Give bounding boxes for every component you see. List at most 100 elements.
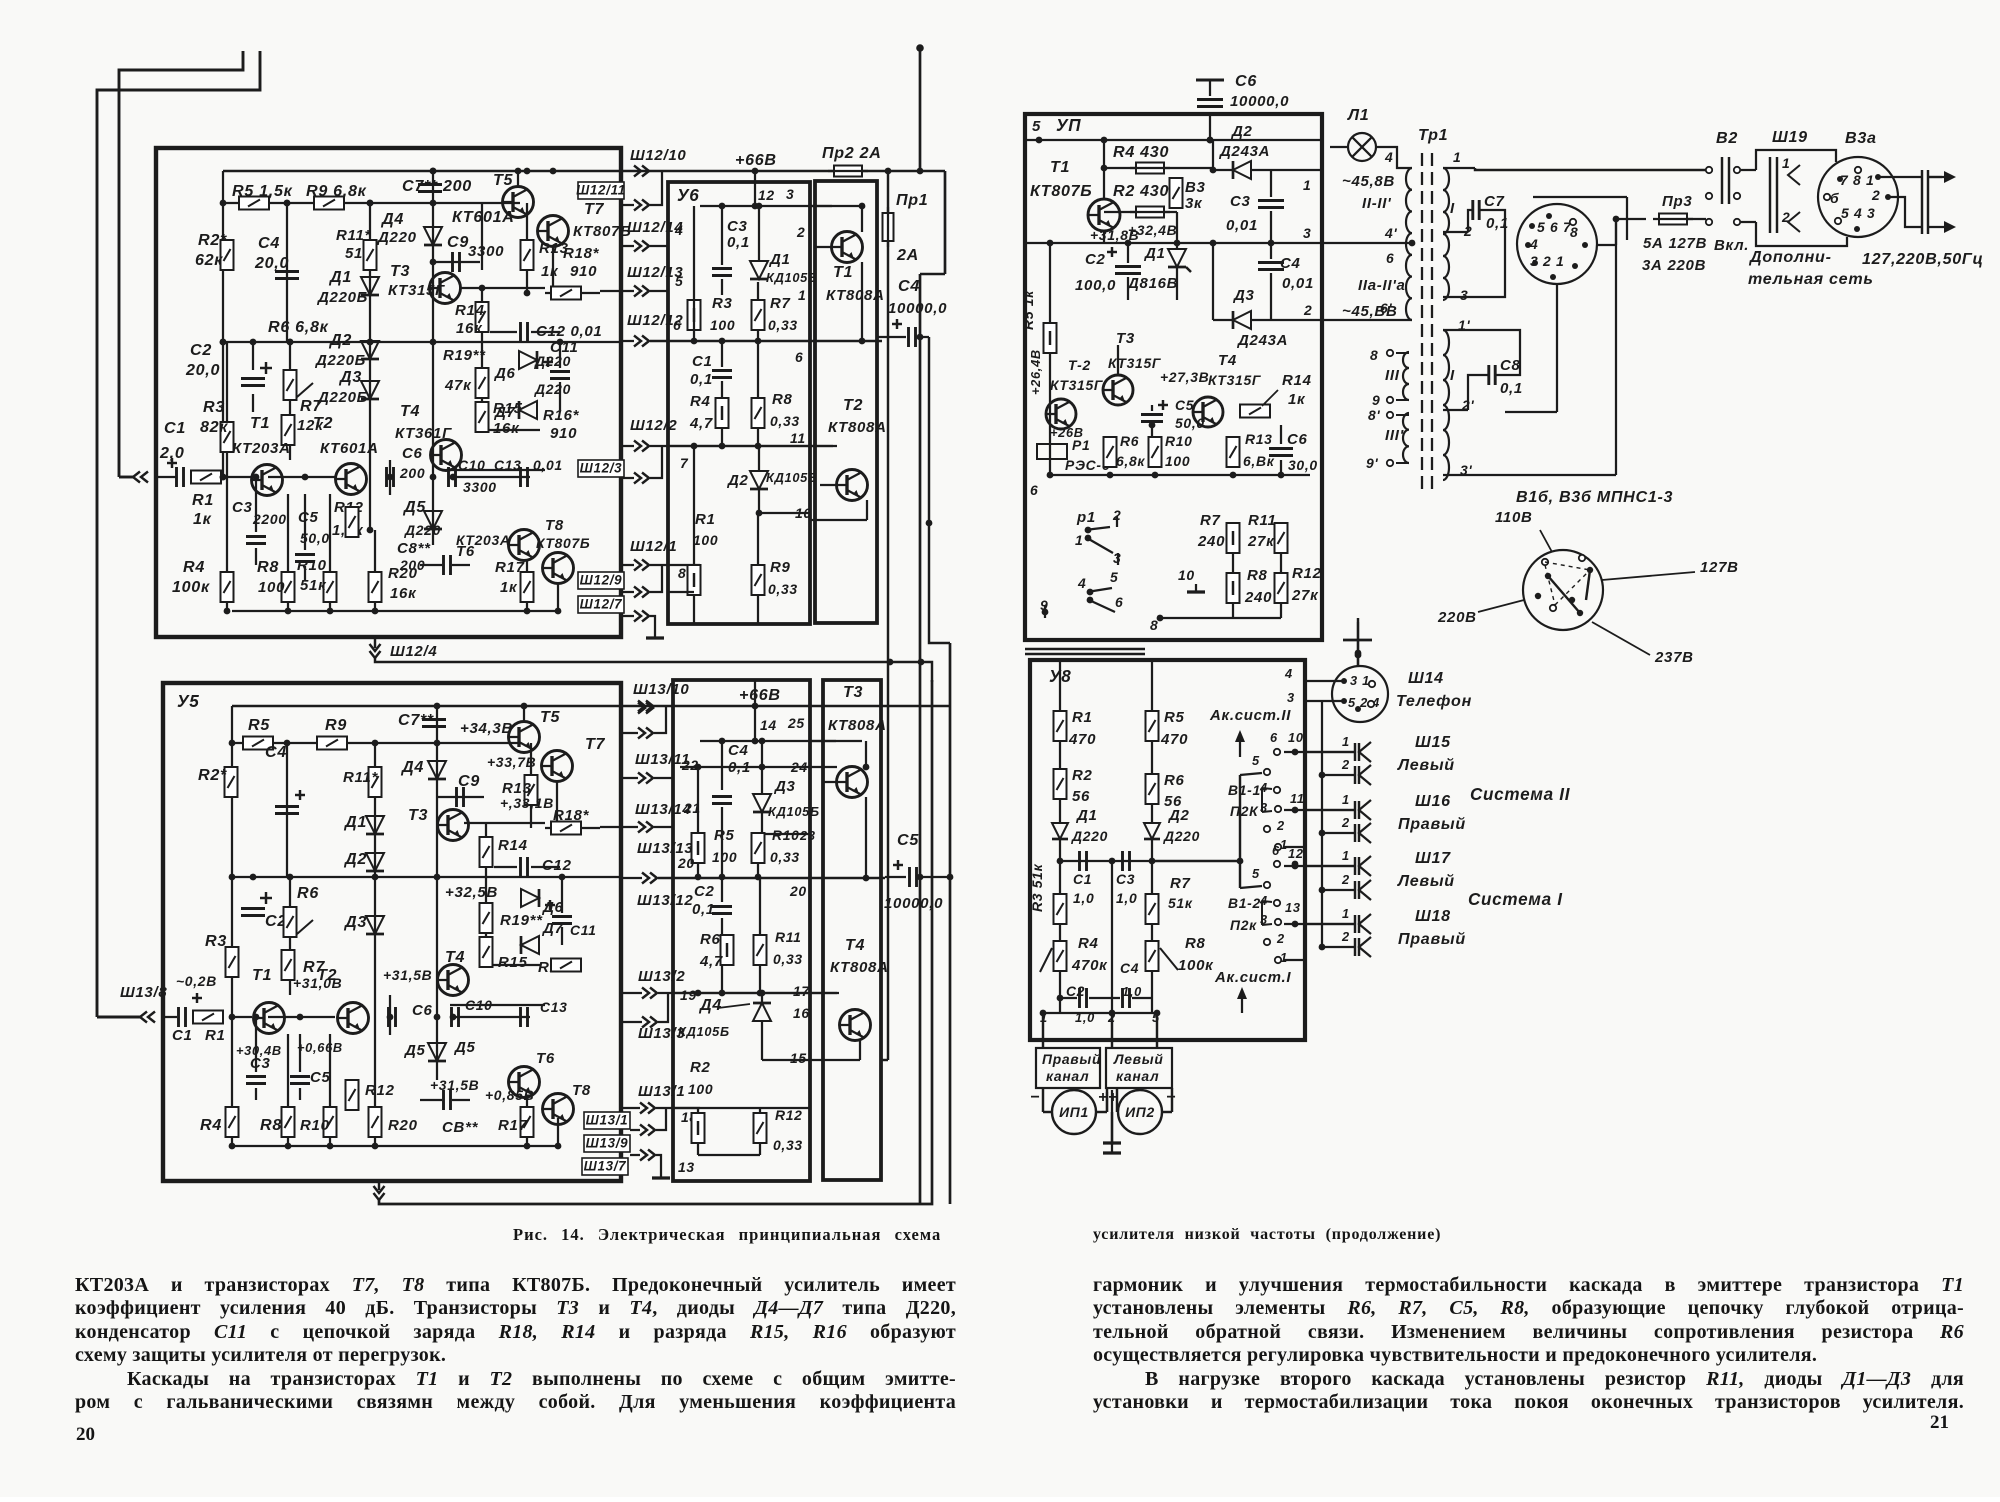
svg-text:R1: R1 (192, 491, 214, 509)
svg-text:100к: 100к (172, 578, 210, 596)
svg-text:Р1: Р1 (1072, 437, 1090, 453)
svg-text:Правый: Правый (1042, 1051, 1101, 1067)
svg-text:Д220Б: Д220Б (316, 389, 368, 406)
svg-text:R1: R1 (695, 511, 716, 528)
svg-text:Вкл.: Вкл. (1714, 237, 1749, 254)
svg-text:+26В: +26В (1050, 425, 1084, 440)
svg-text:Д6: Д6 (541, 899, 564, 916)
svg-text:16к: 16к (456, 320, 483, 337)
svg-text:С5: С5 (310, 1069, 331, 1086)
svg-text:R14: R14 (1282, 372, 1312, 389)
svg-text:6: 6 (795, 349, 803, 365)
svg-text:+26,4В: +26,4В (1028, 349, 1043, 395)
svg-text:1: 1 (1342, 734, 1350, 749)
svg-text:Ш18: Ш18 (1415, 907, 1451, 925)
svg-text:R12: R12 (365, 1082, 395, 1099)
svg-text:У5: У5 (177, 692, 199, 711)
svg-text:КТ808А: КТ808А (828, 419, 887, 436)
svg-text:Т6: Т6 (456, 543, 475, 560)
svg-text:4: 4 (1077, 575, 1086, 591)
svg-text:R3: R3 (205, 932, 227, 950)
svg-text:Ш13/3: Ш13/3 (638, 1025, 685, 1042)
svg-text:Д243А: Д243А (1236, 332, 1288, 349)
svg-text:Д5: Д5 (453, 1039, 476, 1056)
svg-text:Система I: Система I (1468, 890, 1563, 909)
svg-text:R11: R11 (1248, 512, 1277, 529)
svg-text:С3: С3 (1116, 871, 1135, 887)
svg-text:Д6: Д6 (493, 365, 516, 382)
svg-text:6: 6 (1270, 730, 1278, 745)
svg-text:2: 2 (1341, 929, 1350, 944)
svg-text:3: 3 (786, 186, 794, 202)
svg-text:Ш12/12: Ш12/12 (627, 312, 683, 329)
svg-text:R6: R6 (1120, 433, 1139, 449)
svg-text:+31,0В: +31,0В (293, 975, 342, 991)
svg-text:1': 1' (1458, 317, 1470, 333)
svg-text:Т3: Т3 (1116, 330, 1135, 347)
svg-text:КТ807Б: КТ807Б (573, 223, 631, 240)
svg-text:2: 2 (1341, 815, 1350, 830)
svg-text:10: 10 (1288, 730, 1304, 745)
svg-text:1к: 1к (541, 263, 559, 280)
svg-text:0,01: 0,01 (533, 457, 563, 473)
svg-text:R5: R5 (714, 827, 735, 844)
svg-text:Т3: Т3 (390, 262, 410, 280)
svg-text:Дополни-: Дополни- (1748, 248, 1832, 266)
svg-text:Ш13/10: Ш13/10 (633, 681, 689, 698)
svg-text:1: 1 (1075, 532, 1083, 548)
svg-text:100: 100 (693, 532, 718, 548)
svg-text:+33,7В: +33,7В (487, 754, 536, 770)
svg-text:КТ361Г: КТ361Г (395, 425, 452, 442)
svg-text:УП: УП (1056, 116, 1081, 135)
svg-text:П2К: П2К (1230, 803, 1259, 819)
svg-text:13: 13 (678, 1159, 695, 1175)
svg-text:50,0: 50,0 (300, 530, 330, 546)
svg-text:5: 5 (1252, 866, 1260, 881)
svg-text:КД105Б: КД105Б (766, 270, 818, 285)
svg-text:11: 11 (1290, 791, 1305, 806)
svg-text:2: 2 (1276, 931, 1285, 946)
svg-text:КД105Б: КД105Б (766, 470, 818, 485)
svg-text:Ш12/9: Ш12/9 (580, 573, 623, 588)
svg-text:Т2: Т2 (843, 396, 863, 414)
svg-text:0,33: 0,33 (768, 317, 798, 333)
svg-text:+66В: +66В (735, 151, 777, 169)
svg-text:R15: R15 (493, 400, 523, 417)
svg-text:1: 1 (1303, 177, 1311, 193)
svg-text:3': 3' (1460, 462, 1472, 478)
svg-text:470к: 470к (1071, 957, 1108, 974)
svg-text:Д3: Д3 (338, 368, 362, 386)
svg-text:R12: R12 (1292, 565, 1322, 582)
svg-text:КТ808А: КТ808А (826, 287, 885, 304)
svg-text:В3: В3 (1185, 179, 1206, 196)
svg-text:Д2: Д2 (726, 472, 749, 489)
svg-text:+32,5В: +32,5В (445, 884, 498, 901)
svg-text:9: 9 (1040, 597, 1048, 613)
svg-text:100: 100 (688, 1081, 713, 1097)
svg-text:R13: R13 (1245, 431, 1273, 447)
svg-text:R7: R7 (303, 958, 325, 976)
svg-text:II-II': II-II' (1362, 195, 1391, 212)
svg-text:КТ315Г: КТ315Г (1108, 355, 1162, 371)
svg-text:R4: R4 (183, 558, 205, 576)
svg-text:Т1: Т1 (250, 414, 270, 432)
svg-text:62к: 62к (195, 251, 223, 269)
svg-text:С4: С4 (258, 234, 280, 252)
svg-text:Д220: Д220 (1071, 828, 1108, 844)
svg-text:2: 2 (1341, 757, 1350, 772)
svg-text:R19**: R19** (500, 912, 543, 929)
svg-text:R8: R8 (1185, 935, 1206, 952)
svg-text:+,33,1В: +,33,1В (500, 795, 554, 811)
svg-text:30,0: 30,0 (1288, 457, 1318, 473)
svg-text:Т7: Т7 (585, 735, 606, 753)
svg-text:Ш13/14: Ш13/14 (635, 801, 691, 818)
svg-text:R14: R14 (498, 837, 528, 854)
svg-text:Т5: Т5 (493, 171, 514, 189)
svg-text:10000,0: 10000,0 (888, 300, 947, 317)
svg-text:канал: канал (1046, 1068, 1089, 1084)
svg-text:3: 3 (1303, 225, 1311, 241)
svg-text:С3: С3 (232, 499, 253, 516)
svg-text:100: 100 (1165, 453, 1190, 469)
svg-text:27к: 27к (1291, 587, 1319, 604)
svg-text:ИП2: ИП2 (1125, 1104, 1155, 1120)
